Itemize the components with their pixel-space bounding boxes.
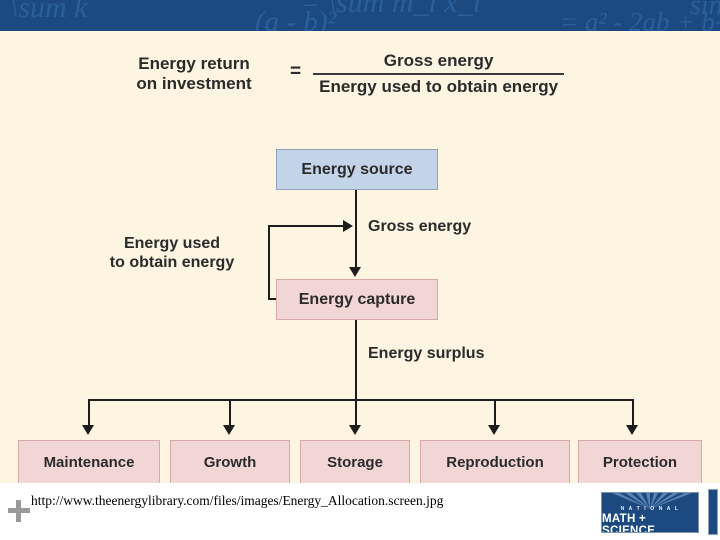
node-energy-capture-label: Energy capture	[298, 290, 416, 308]
arrowhead-allocation-4	[488, 425, 500, 435]
node-energy-source-label: Energy source	[301, 160, 413, 178]
node-energy-source: Energy source	[276, 149, 438, 190]
formula-left-side: Energy return on investment	[110, 54, 278, 93]
fraction-denominator: Energy used to obtain energy	[319, 77, 559, 96]
arrowhead-feedback	[343, 220, 353, 232]
node-growth-label: Growth	[203, 453, 257, 471]
watermark-formula-3: (a - b)²	[255, 6, 337, 31]
arrowhead-allocation-3	[349, 425, 361, 435]
node-protection: Protection	[578, 440, 702, 484]
label-energy-used-line2: to obtain energy	[109, 254, 235, 272]
watermark-formula-1: \sum k	[10, 0, 88, 24]
arrowhead-allocation-5	[626, 425, 638, 435]
label-gross-energy: Gross energy	[368, 218, 472, 235]
formula-lhs-line1: Energy return	[138, 54, 250, 74]
connector-gross-to-capture	[355, 225, 357, 269]
allocation-drop-4	[494, 401, 496, 427]
node-storage-label: Storage	[327, 453, 383, 471]
footer-area: http://www.theenergylibrary.com/files/im…	[0, 483, 720, 540]
node-protection-label: Protection	[602, 453, 678, 471]
logo-line-math-science: MATH + SCIENCE	[602, 513, 656, 533]
node-reproduction: Reproduction	[420, 440, 570, 484]
logo-line-national: N A T I O N A L	[620, 506, 680, 512]
node-maintenance-label: Maintenance	[43, 453, 135, 471]
label-energy-used-line1: Energy used	[123, 235, 221, 252]
fraction-numerator: Gross energy	[383, 51, 494, 70]
diagram-panel: Energy return on investment = Gross ener…	[0, 31, 720, 484]
node-storage: Storage	[300, 440, 410, 484]
fraction-bar	[313, 73, 565, 75]
node-reproduction-label: Reproduction	[446, 453, 544, 471]
feedback-stub-left	[268, 298, 278, 300]
logo-sunburst-icon	[602, 493, 698, 509]
right-edge-accent	[708, 489, 718, 535]
label-energy-surplus: Energy surplus	[368, 345, 485, 362]
node-maintenance: Maintenance	[18, 440, 160, 484]
allocation-drop-2	[229, 401, 231, 427]
allocation-drop-5	[632, 401, 634, 427]
move-handle-vertical-bar	[16, 500, 21, 522]
source-url-text: http://www.theenergylibrary.com/files/im…	[31, 493, 444, 508]
feedback-horizontal	[268, 225, 346, 227]
logo-text-block: N A T I O N A L MATH + SCIENCE I N I T I…	[602, 493, 698, 532]
watermark-formula-4: = a² - 2ab + b²	[560, 7, 720, 31]
node-energy-capture: Energy capture	[276, 279, 438, 320]
nmsi-logo: N A T I O N A L MATH + SCIENCE I N I T I…	[601, 492, 699, 533]
label-energy-used: Energy used to obtain energy	[88, 234, 256, 272]
header-band: \sum k = \sum m_i x_i (a - b)² = a² - 2a…	[0, 0, 720, 31]
formula-fraction: Gross energy Energy used to obtain energ…	[313, 51, 565, 97]
equals-sign: =	[290, 61, 302, 82]
node-growth: Growth	[170, 440, 290, 484]
formula-lhs-line2: on investment	[136, 74, 252, 93]
eroi-formula: Energy return on investment = Gross ener…	[110, 43, 615, 105]
arrowhead-into-capture	[349, 267, 361, 277]
arrowhead-allocation-2	[223, 425, 235, 435]
watermark-formula-2: = \sum m_i x_i	[300, 0, 482, 19]
watermark-formula-5: sin α	[690, 0, 720, 21]
allocation-distribution-bar	[88, 399, 634, 401]
connector-capture-to-surplus	[355, 320, 357, 399]
arrowhead-allocation-1	[82, 425, 94, 435]
feedback-vertical	[268, 225, 270, 300]
connector-source-to-gross	[355, 190, 357, 225]
allocation-drop-3	[355, 401, 357, 427]
allocation-drop-1	[88, 401, 90, 427]
move-handle-icon[interactable]	[8, 500, 30, 522]
